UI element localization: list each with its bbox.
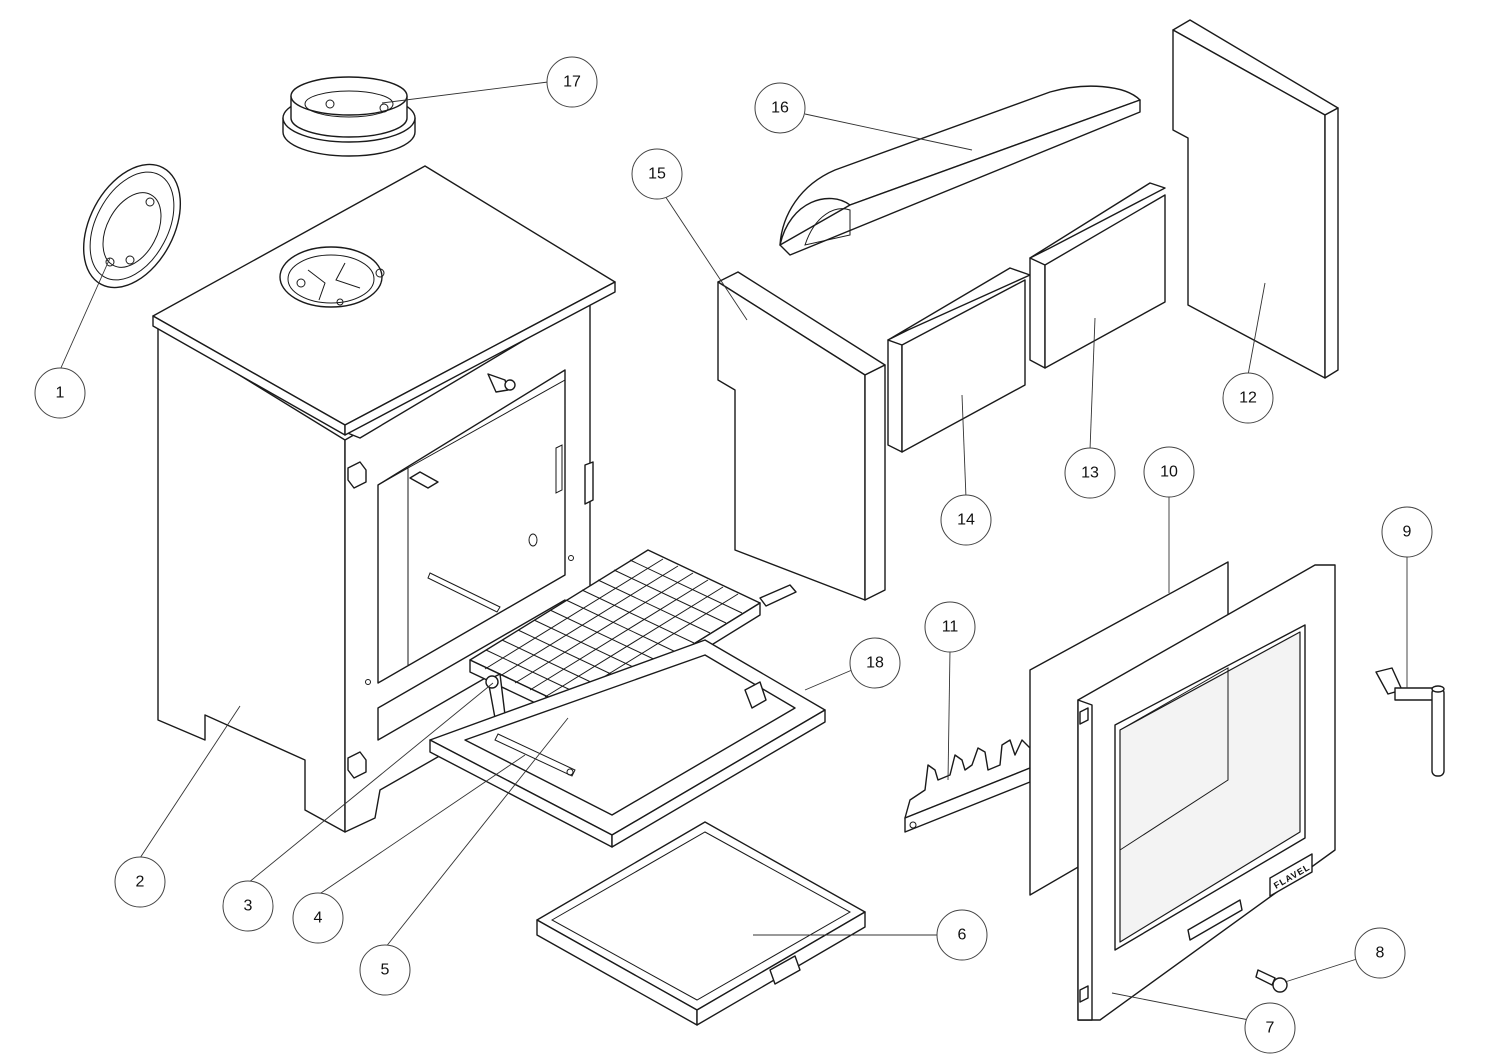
back-firebrick-right xyxy=(1029,182,1166,369)
callout-1: 1 xyxy=(34,367,86,419)
callout-label: 2 xyxy=(136,874,145,891)
callout-label: 12 xyxy=(1239,390,1257,407)
callout-label: 7 xyxy=(1266,1020,1275,1037)
back-firebrick-left xyxy=(887,267,1031,453)
callout-16: 16 xyxy=(754,82,806,134)
callout-18: 18 xyxy=(849,637,901,689)
callout-10: 10 xyxy=(1143,446,1195,498)
callout-label: 9 xyxy=(1403,524,1412,541)
side-firebrick xyxy=(717,271,886,601)
callout-12: 12 xyxy=(1222,372,1274,424)
callout-label: 18 xyxy=(866,655,884,672)
baffle xyxy=(779,85,1141,256)
stove-body xyxy=(152,165,616,833)
grate-frame xyxy=(429,639,826,848)
callout-2: 2 xyxy=(114,856,166,908)
callout-label: 15 xyxy=(648,166,666,183)
callout-3: 3 xyxy=(222,880,274,932)
ash-pan xyxy=(536,821,866,1026)
callout-4: 4 xyxy=(292,892,344,944)
callout-17: 17 xyxy=(546,56,598,108)
callout-11: 11 xyxy=(924,601,976,653)
callout-label: 8 xyxy=(1376,945,1385,962)
stove-door: FLAVEL xyxy=(1077,564,1336,1021)
callout-label: 17 xyxy=(563,74,581,91)
rear-firebrick xyxy=(1172,19,1339,379)
callout-label: 11 xyxy=(942,619,959,636)
callout-label: 16 xyxy=(771,100,789,117)
callout-14: 14 xyxy=(940,494,992,546)
callout-label: 5 xyxy=(381,962,390,979)
air-wash-bar xyxy=(904,739,1031,833)
callout-6: 6 xyxy=(936,909,988,961)
callout-label: 13 xyxy=(1081,465,1099,482)
callout-15: 15 xyxy=(631,148,683,200)
spigot-cover-plate xyxy=(82,163,182,289)
callout-8: 8 xyxy=(1354,927,1406,979)
door-fixing-screw xyxy=(1255,969,1288,993)
callout-5: 5 xyxy=(359,944,411,996)
callout-9: 9 xyxy=(1381,506,1433,558)
callout-label: 3 xyxy=(244,898,253,915)
callout-label: 6 xyxy=(958,927,967,944)
callout-7: 7 xyxy=(1244,1002,1296,1054)
callout-label: 1 xyxy=(56,385,65,402)
door-handle xyxy=(1375,667,1445,777)
callout-label: 10 xyxy=(1160,464,1178,481)
callout-label: 4 xyxy=(314,910,323,927)
callout-13: 13 xyxy=(1064,447,1116,499)
leader-lines xyxy=(59,81,1408,1021)
flue-collar xyxy=(282,76,416,157)
callout-label: 14 xyxy=(957,512,975,529)
